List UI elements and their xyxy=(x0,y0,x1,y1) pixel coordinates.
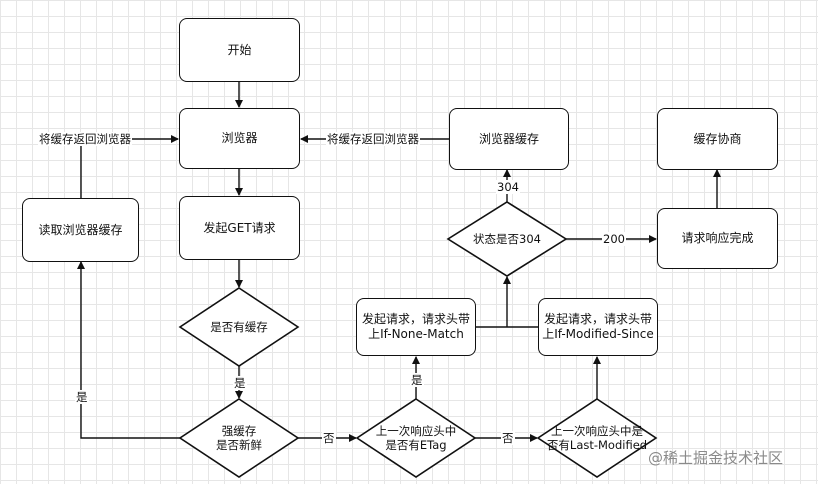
node-cache-negotiation-label: 缓存协商 xyxy=(693,131,742,146)
node-request-complete: 请求响应完成 xyxy=(657,208,778,269)
node-send-get-label: 发起GET请求 xyxy=(203,220,276,235)
edge-label-yes-etag: 是 xyxy=(410,373,424,387)
decision-has-last-modified-shape xyxy=(536,398,658,478)
node-browser-label: 浏览器 xyxy=(221,131,258,145)
edge-label-no-fresh: 否 xyxy=(322,431,336,445)
decision-has-etag-shape xyxy=(355,398,477,478)
node-if-modified-since: 发起请求，请求头带 上If-Modified-Since xyxy=(538,298,658,356)
edge-label-304: 304 xyxy=(496,180,520,194)
node-browser-cache-label: 浏览器缓存 xyxy=(478,131,539,146)
watermark: @稀土掘金技术社区 xyxy=(648,449,784,467)
edge-label-yes-fresh: 是 xyxy=(233,376,247,390)
edge-label-return-right: 将缓存返回浏览器 xyxy=(326,132,420,146)
edge-label-return-left: 将缓存返回浏览器 xyxy=(38,132,132,146)
edge-strong-to-read-cache xyxy=(77,261,180,439)
node-request-complete-label: 请求响应完成 xyxy=(681,231,754,245)
node-if-none-match-label: 发起请求，请求头带 上If-None-Match xyxy=(361,312,470,341)
node-if-none-match: 发起请求，请求头带 上If-None-Match xyxy=(356,298,476,356)
edge-label-200: 200 xyxy=(602,232,626,246)
decision-strong-fresh-shape xyxy=(178,398,300,478)
edge-label-no-etag: 否 xyxy=(501,431,515,445)
node-start-label: 开始 xyxy=(227,42,252,57)
node-browser: 浏览器 xyxy=(179,108,300,169)
node-send-get: 发起GET请求 xyxy=(179,196,300,260)
edge-label-yes-read: 是 xyxy=(75,390,89,404)
node-start: 开始 xyxy=(179,18,300,82)
node-read-cache-label: 读取浏览器缓存 xyxy=(38,222,123,237)
node-if-modified-since-label: 发起请求，请求头带 上If-Modified-Since xyxy=(542,312,654,341)
node-cache-negotiation: 缓存协商 xyxy=(657,108,778,170)
decision-status-304-shape xyxy=(446,201,568,277)
node-read-cache: 读取浏览器缓存 xyxy=(22,198,139,262)
decision-has-cache-shape xyxy=(178,287,300,367)
edge-read-cache-to-browser xyxy=(80,135,179,198)
node-browser-cache: 浏览器缓存 xyxy=(449,108,569,170)
